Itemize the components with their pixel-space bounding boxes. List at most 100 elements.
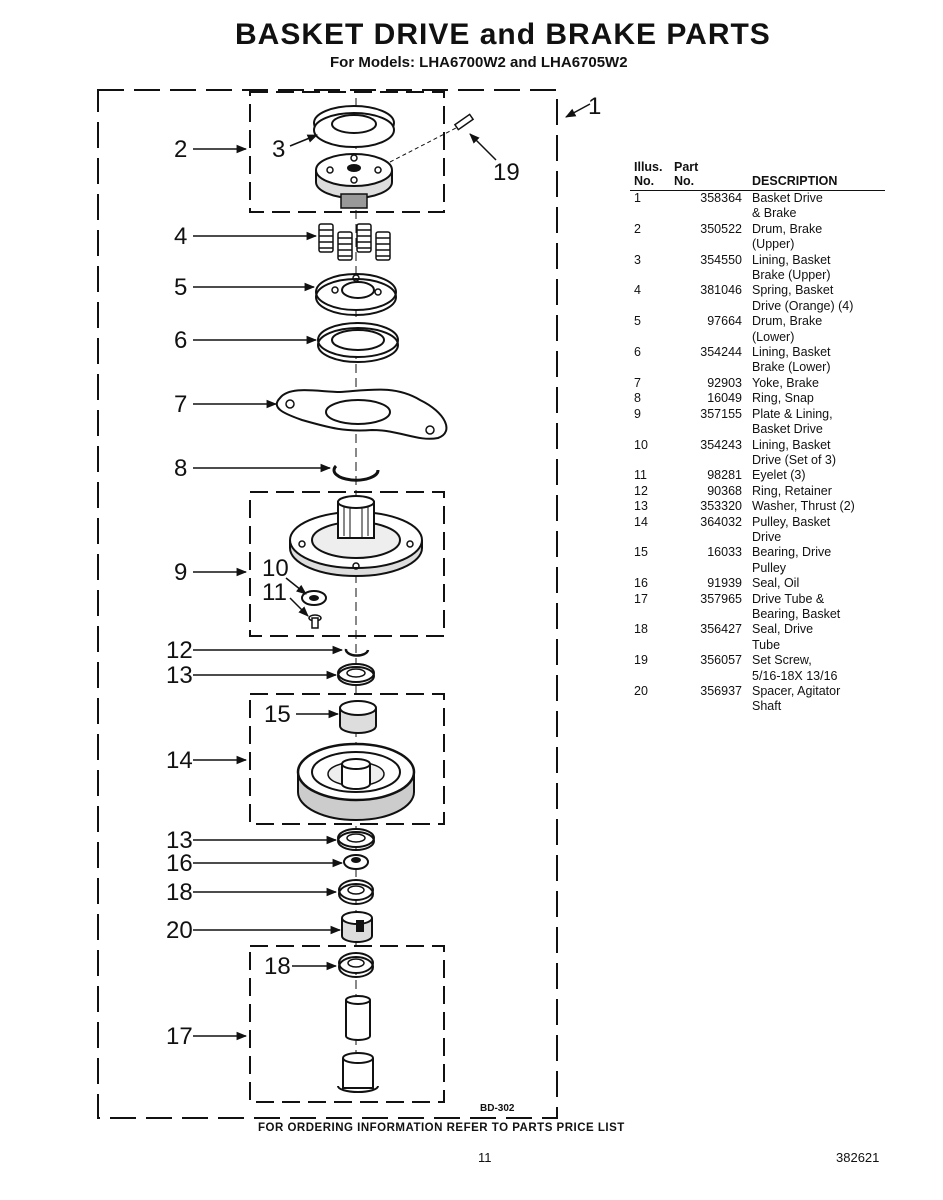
part-17-drive-tube: [337, 995, 379, 1093]
part-14-pulley: [296, 742, 416, 821]
part-number: 16033: [707, 545, 742, 560]
part-number: 356937: [700, 684, 742, 698]
callout-13-lower: 13: [166, 827, 193, 854]
group-box-plate: [249, 491, 445, 637]
description-line: Basket Drive: [752, 191, 823, 205]
callout-1: 1: [588, 93, 601, 120]
description-line: Drive: [752, 529, 782, 544]
part-description: Yoke, Brake: [752, 376, 885, 391]
illus-number: 15: [634, 545, 648, 560]
illus-number: 2: [634, 221, 641, 236]
part-description: Basket Drive& Brake: [752, 191, 885, 222]
callout-5: 5: [174, 274, 187, 301]
description-line: Ring, Retainer: [752, 483, 832, 498]
illus-number: 1: [634, 191, 641, 205]
description-line: Set Screw,: [752, 653, 812, 668]
illus-number: 19: [634, 653, 648, 668]
description-line: Lining, Basket: [752, 437, 831, 452]
callout-3: 3: [272, 136, 285, 163]
callout-18-upper: 18: [166, 879, 193, 906]
part-number: 92903: [707, 375, 742, 390]
document-number: 382621: [836, 1150, 880, 1165]
part-number: 353320: [700, 499, 742, 514]
header-description: DESCRIPTION: [752, 174, 838, 188]
description-line: Seal, Drive: [752, 622, 814, 637]
group-box-drive-tube: [249, 945, 445, 1103]
description-line: Seal, Oil: [752, 576, 800, 591]
illus-number: 14: [634, 514, 648, 529]
part-description: Ring, Retainer: [752, 484, 885, 499]
parts-table-header: Illus. No. Part No. DESCRIPTION: [630, 160, 885, 191]
header-illus-no: Illus. No.: [634, 160, 663, 188]
description-line: Drive Tube &: [752, 591, 825, 606]
table-row: 1 358364 Basket Drive& Brake: [630, 191, 885, 222]
illus-number: 6: [634, 345, 641, 360]
description-line: Tube: [752, 637, 781, 652]
illus-number: 4: [634, 283, 641, 298]
callout-7: 7: [174, 391, 187, 418]
table-row: 19 356057 Set Screw,5/16-18X 13/16: [630, 653, 885, 684]
illus-number: 13: [634, 499, 648, 514]
callout-14: 14: [166, 747, 193, 774]
description-line: Plate & Lining,: [752, 406, 833, 421]
part-15-bearing: [339, 700, 377, 734]
part-number: 354244: [700, 345, 742, 360]
description-line: Brake (Upper): [752, 268, 831, 283]
description-line: 5/16-18X 13/16: [752, 668, 838, 683]
callout-2: 2: [174, 136, 187, 163]
part-description: Seal, Oil: [752, 576, 885, 591]
callout-9: 9: [174, 559, 187, 586]
page-number: 11: [478, 1150, 492, 1165]
part-number: 358364: [700, 191, 742, 205]
illus-number: 8: [634, 391, 641, 406]
description-line: Spring, Basket: [752, 283, 834, 298]
callout-16: 16: [166, 850, 193, 877]
description-line: (Upper): [752, 237, 795, 252]
description-line: Lining, Basket: [752, 252, 831, 267]
part-description: Plate & Lining,Basket Drive: [752, 407, 885, 438]
part-12-retainer-ring: [344, 648, 370, 657]
part-20-spacer: [341, 911, 373, 943]
assembly-outline: [97, 89, 558, 1119]
illus-number: 16: [634, 576, 648, 591]
description-line: Spacer, Agitator: [752, 684, 841, 698]
illus-number: 17: [634, 591, 648, 606]
part-number: 356427: [700, 622, 742, 637]
part-5-drum-lower: [315, 273, 397, 316]
part-4-springs: [318, 223, 391, 261]
description-line: Washer, Thrust (2): [752, 499, 855, 514]
part-19-set-screw: [389, 113, 475, 163]
part-number: 97664: [707, 314, 742, 329]
callout-15: 15: [264, 701, 291, 728]
part-number: 356057: [700, 653, 742, 668]
description-line: Drum, Brake: [752, 221, 823, 236]
part-description: Drive Tube &Bearing, Basket: [752, 592, 885, 623]
part-description: Washer, Thrust (2): [752, 499, 885, 514]
part-18-seal-lower: [338, 952, 374, 978]
callout-13-upper: 13: [166, 662, 193, 689]
part-description: Drum, Brake(Lower): [752, 314, 885, 345]
illus-number: 9: [634, 406, 641, 421]
part-9-plate: [289, 495, 423, 577]
part-description: Drum, Brake(Upper): [752, 222, 885, 253]
part-2-drum-upper: [315, 153, 393, 209]
illus-number: 7: [634, 375, 641, 390]
ordering-info-note: FOR ORDERING INFORMATION REFER TO PARTS …: [258, 1122, 625, 1134]
callout-17: 17: [166, 1023, 193, 1050]
part-number: 357155: [700, 406, 742, 421]
group-box-pulley: [249, 693, 445, 825]
